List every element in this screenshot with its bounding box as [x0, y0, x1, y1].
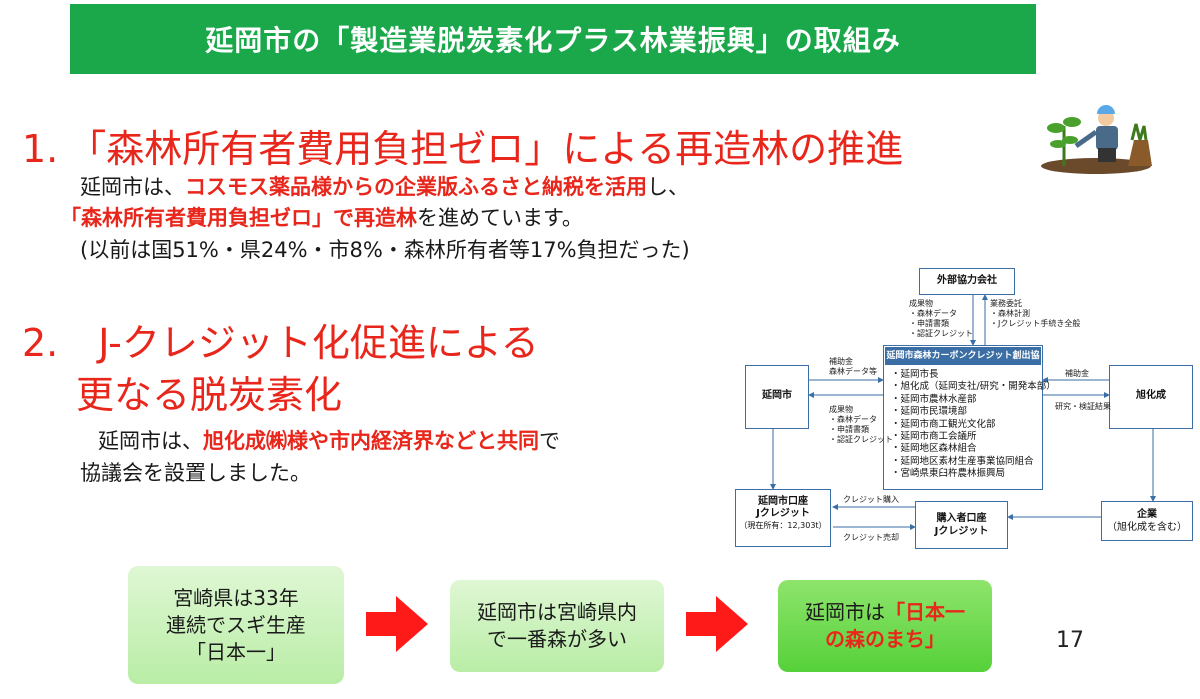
flow-box3-highlight2: の森のまち」	[825, 627, 945, 651]
section1-line2-highlight: 「森林所有者費用負担ゼロ」で再造林	[60, 206, 417, 230]
council-member: ・延岡市長	[891, 369, 939, 380]
section1-heading-text: 「森林所有者費用負担ゼロ」による再造林の推進	[68, 127, 904, 171]
city-account-holding: （現在所有：12,303t）	[739, 521, 827, 530]
planting-illustration-icon	[1041, 105, 1152, 174]
external-right-labels: 業務委託 ・森林計測 ・Jクレジット手続き全般	[990, 299, 1080, 329]
section1-line1-highlight: コスモス薬品様からの企業版ふるさと納税を活用	[185, 175, 647, 199]
company-title: 企業	[1137, 509, 1157, 520]
arrow-right-icon	[366, 596, 428, 652]
left-bottom-label: ・認証クレジット	[829, 435, 893, 444]
flow-box3-text: 延岡市は	[805, 600, 885, 624]
section1-line2-text: を進めています。	[417, 206, 583, 230]
nobeoka-city-box: 延岡市	[745, 365, 809, 429]
council-member: ・延岡市商工会議所	[891, 431, 977, 443]
section1-line2: 「森林所有者費用負担ゼロ」で再造林を進めています。	[60, 203, 583, 234]
section1-number: 1.	[22, 127, 59, 171]
flow-box2-line: で一番森が多い	[487, 627, 627, 651]
buyer-account-title: 購入者口座	[936, 513, 987, 524]
buyer-account-box: 購入者口座 Jクレジット	[915, 501, 1008, 549]
council-member: ・延岡市農林水産部	[891, 393, 977, 405]
right-bottom-label: 研究・検証結果	[1055, 402, 1111, 411]
left-top-label: 森林データ等	[829, 367, 877, 376]
city-account-credit: Jクレジット	[756, 508, 810, 519]
flow-box-miyazaki: 宮崎県は33年 連続でスギ生産 「日本一」	[128, 566, 344, 684]
section2-heading-text1: J-クレジット化促進による	[98, 321, 539, 365]
left-bottom-label: ・申請書類	[829, 425, 869, 434]
council-title: 延岡市森林カーボンクレジット創出協議会	[885, 347, 1041, 379]
left-bottom-label: 成果物	[829, 405, 853, 414]
section2-heading-line1: 2. J-クレジット化促進による	[22, 312, 539, 367]
company-box: 企業 （旭化成を含む）	[1101, 501, 1193, 541]
flow-box-forest-town: 延岡市は「日本一 の森のまち」	[778, 580, 992, 672]
ext-right-label: ・Jクレジット手続き全般	[990, 319, 1081, 328]
company-note: （旭化成を含む）	[1107, 522, 1187, 533]
flow-box2-line: 延岡市は宮崎県内	[477, 600, 637, 624]
right-top-label: 補助金	[1065, 369, 1089, 378]
flow-box1-line: 連続でスギ生産	[166, 612, 306, 637]
section2-line1-highlight: 旭化成㈱様や市内経済界などと共同	[203, 429, 539, 453]
ext-left-label: ・申請書類	[909, 319, 949, 328]
ext-left-label: ・認証クレジット	[909, 329, 973, 338]
buyer-account-credit: Jクレジット	[934, 526, 989, 537]
left-top-label: 補助金	[829, 357, 853, 366]
external-left-labels: 成果物 ・森林データ ・申請書類 ・認証クレジット	[909, 299, 973, 339]
city-account-title: 延岡市口座	[758, 496, 808, 507]
left-bottom-labels: 成果物 ・森林データ ・申請書類 ・認証クレジット	[829, 405, 893, 445]
council-member: ・旭化成（延岡支社/研究・開発本部）	[891, 381, 1056, 393]
section1-heading: 1.「森林所有者費用負担ゼロ」による再造林の推進	[22, 118, 903, 173]
ext-left-label: ・森林データ	[909, 309, 957, 318]
section2-line2: 協議会を設置しました。	[80, 461, 311, 485]
council-member: ・延岡市商工観光文化部	[891, 418, 996, 430]
ext-right-label: ・森林計測	[990, 309, 1030, 318]
section1-line1-text-c: し、	[647, 175, 689, 199]
arrow-right-icon	[686, 596, 748, 652]
asahi-kasei-box: 旭化成	[1109, 365, 1193, 429]
section2-line1-text-a: 延岡市は、	[98, 429, 203, 453]
section1-line1: 延岡市は、コスモス薬品様からの企業版ふるさと納税を活用し、	[80, 172, 689, 203]
page-number: 17	[1056, 628, 1084, 653]
slide-title: 延岡市の「製造業脱炭素化プラス林業振興」の取組み	[70, 4, 1036, 74]
council-member: ・延岡市民環境部	[891, 406, 968, 418]
external-company-box: 外部協力会社	[919, 268, 1015, 295]
flow-box1-line: 宮崎県は33年	[173, 585, 299, 610]
council-member: ・宮崎県東臼杵農林振興局	[891, 468, 1006, 480]
credit-sell-label: クレジット売却	[843, 533, 899, 542]
section1-line1-text-a: 延岡市は、	[80, 175, 185, 199]
diagram-connectors	[770, 294, 1156, 530]
section2-line1-text-c: で	[539, 429, 560, 453]
section2-heading-line2: 更なる脱炭素化	[76, 373, 343, 417]
council-member: ・延岡地区森林組合	[891, 443, 977, 455]
city-account-box: 延岡市口座 Jクレジット （現在所有：12,303t）	[735, 489, 831, 547]
left-top-labels: 補助金 森林データ等	[829, 357, 877, 377]
flow-box1-line: 「日本一」	[186, 639, 286, 664]
ext-left-label: 成果物	[909, 299, 933, 308]
ext-right-label: 業務委託	[990, 299, 1022, 308]
section1-line3: (以前は国51%・県24%・市8%・森林所有者等17%負担だった)	[80, 238, 690, 262]
council-box	[883, 345, 1043, 490]
section2-number: 2.	[22, 321, 59, 365]
flow-box3-line1: 延岡市は「日本一	[805, 599, 965, 626]
flow-box3-highlight1: 「日本一	[885, 600, 965, 624]
council-members: ・延岡市長 ・旭化成（延岡支社/研究・開発本部） ・延岡市農林水産部 ・延岡市民…	[891, 369, 1056, 481]
credit-buy-label: クレジット購入	[843, 495, 899, 504]
section2-line1: 延岡市は、旭化成㈱様や市内経済界などと共同で	[98, 426, 560, 457]
flow-box-forest: 延岡市は宮崎県内 で一番森が多い	[450, 580, 664, 672]
council-member: ・延岡地区素材生産事業協同組合	[891, 455, 1034, 467]
left-bottom-label: ・森林データ	[829, 415, 877, 424]
council-diagram: 外部協力会社 成果物 ・森林データ ・申請書類 ・認証クレジット 業務委託 ・森…	[733, 265, 1195, 555]
